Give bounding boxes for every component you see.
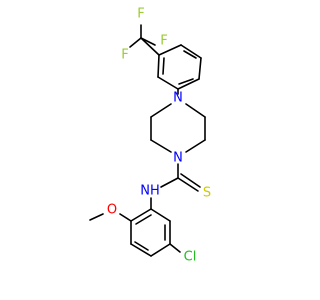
fluorine-atom-label: F xyxy=(160,34,167,49)
nitrogen-atom-label: N xyxy=(173,91,183,106)
chlorine-atom-label: Cl xyxy=(184,250,197,265)
fluorine-atom-label: F xyxy=(137,7,144,22)
atom-labels: F F F N N NH S O Cl xyxy=(107,7,211,265)
chemical-structure-diagram: F F F N N NH S O Cl xyxy=(89,7,211,265)
oxygen-atom-label: O xyxy=(107,203,117,218)
bond-lines xyxy=(89,24,206,257)
fluorine-atom-label: F xyxy=(121,48,128,63)
sulfur-atom-label: S xyxy=(203,186,211,201)
nitrogen-atom-label: N xyxy=(173,151,183,166)
amine-nh-label: NH xyxy=(140,184,160,199)
